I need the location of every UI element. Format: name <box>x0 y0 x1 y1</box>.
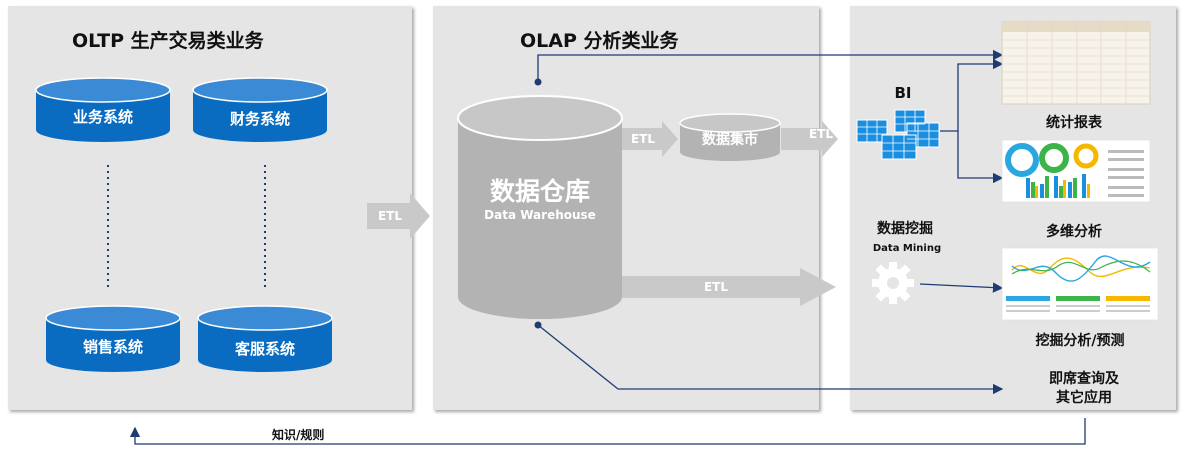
line-feedback <box>129 418 1086 445</box>
etl-arrow-dw-mining <box>622 268 836 306</box>
data-warehouse-subtitle: Data Warehouse <box>484 208 596 222</box>
label-sales-system: 销售系统 <box>82 338 143 356</box>
feedback-label: 知识/规则 <box>272 428 325 442</box>
line-bi-to-report <box>940 58 1004 132</box>
bi-cubes-icon <box>856 109 940 160</box>
report-table-thumbnail <box>1001 21 1151 105</box>
etl-label-dw-mart: ETL <box>630 132 656 146</box>
etl-label-main: ETL <box>377 209 403 223</box>
data-mart-label: 数据集市 <box>702 132 758 148</box>
data-warehouse-title: 数据仓库 <box>489 177 590 206</box>
multidim-label: 多维分析 <box>1046 224 1102 240</box>
mining-title: 数据挖掘 <box>877 221 933 237</box>
label-finance-system: 财务系统 <box>229 110 290 128</box>
etl-arrow-mart-bi <box>781 121 838 157</box>
cylinder-data-warehouse <box>457 95 623 319</box>
line-dw-to-adhoc <box>537 324 1004 395</box>
prediction-chart-thumbnail <box>1001 247 1159 321</box>
oltp-title: OLTP 生产交易类业务 <box>72 30 264 52</box>
line-dw-to-report <box>537 49 1004 80</box>
mining-prediction-label: 挖掘分析/预测 <box>1035 333 1125 349</box>
line-mining-to-pred <box>919 282 1004 293</box>
olap-title: OLAP 分析类业务 <box>520 30 679 52</box>
line-bi-to-multidim <box>957 131 1004 184</box>
label-business-system: 业务系统 <box>72 108 133 126</box>
adhoc-label-line2: 其它应用 <box>1056 390 1112 406</box>
multidim-chart-thumbnail <box>1001 139 1151 203</box>
cylinder-data-mart <box>679 113 781 161</box>
mining-subtitle: Data Mining <box>872 243 942 254</box>
cylinder-finance-system <box>192 77 328 142</box>
etl-arrow-dw-mart <box>622 121 678 157</box>
bi-label: BI <box>894 84 912 102</box>
gear-icon <box>872 262 914 304</box>
adhoc-label-line1: 即席查询及 <box>1049 371 1119 387</box>
cylinder-service-system <box>197 305 333 372</box>
etl-label-mart-bi: ETL <box>808 127 834 141</box>
report-label: 统计报表 <box>1046 115 1102 131</box>
etl-arrow-main <box>367 193 430 239</box>
label-service-system: 客服系统 <box>234 340 295 358</box>
cylinder-sales-system <box>45 305 181 372</box>
cylinder-business-system <box>35 77 171 142</box>
etl-label-dw-mining: ETL <box>703 280 729 294</box>
